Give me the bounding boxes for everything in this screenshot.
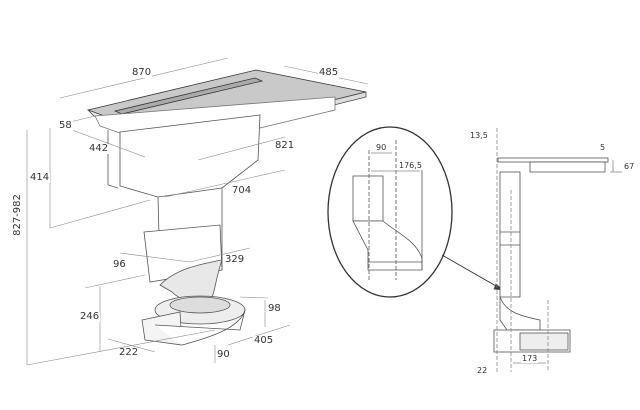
dim-90: 90 — [216, 349, 231, 360]
side-dim-13-5: 13,5 — [469, 131, 489, 140]
dim-96: 96 — [112, 259, 127, 270]
dim-405: 405 — [253, 335, 275, 346]
dim-hob-thickness: 58 — [58, 120, 73, 131]
dim-total-height: 827-982 — [11, 193, 23, 237]
side-dim-67: 67 — [623, 162, 636, 171]
dim-329: 329 — [224, 254, 246, 265]
dim-hob-width: 870 — [131, 67, 153, 78]
detail-circle — [327, 126, 505, 298]
hob-housing — [94, 96, 336, 346]
detail-dim-90: 90 — [375, 143, 388, 152]
side-dim-173: 173 — [521, 354, 539, 363]
dim-hob-depth: 485 — [318, 67, 340, 78]
dim-442: 442 — [88, 143, 110, 154]
side-dim-22: 22 — [476, 366, 489, 375]
dim-821: 821 — [274, 140, 296, 151]
dim-414: 414 — [29, 172, 51, 183]
side-dim-5: 5 — [599, 143, 607, 152]
dim-246: 246 — [79, 311, 101, 322]
dim-98: 98 — [267, 303, 282, 314]
side-view — [493, 128, 622, 372]
detail-dim-176-5: 176,5 — [398, 161, 423, 170]
dim-704: 704 — [231, 185, 253, 196]
dim-222: 222 — [118, 347, 140, 358]
